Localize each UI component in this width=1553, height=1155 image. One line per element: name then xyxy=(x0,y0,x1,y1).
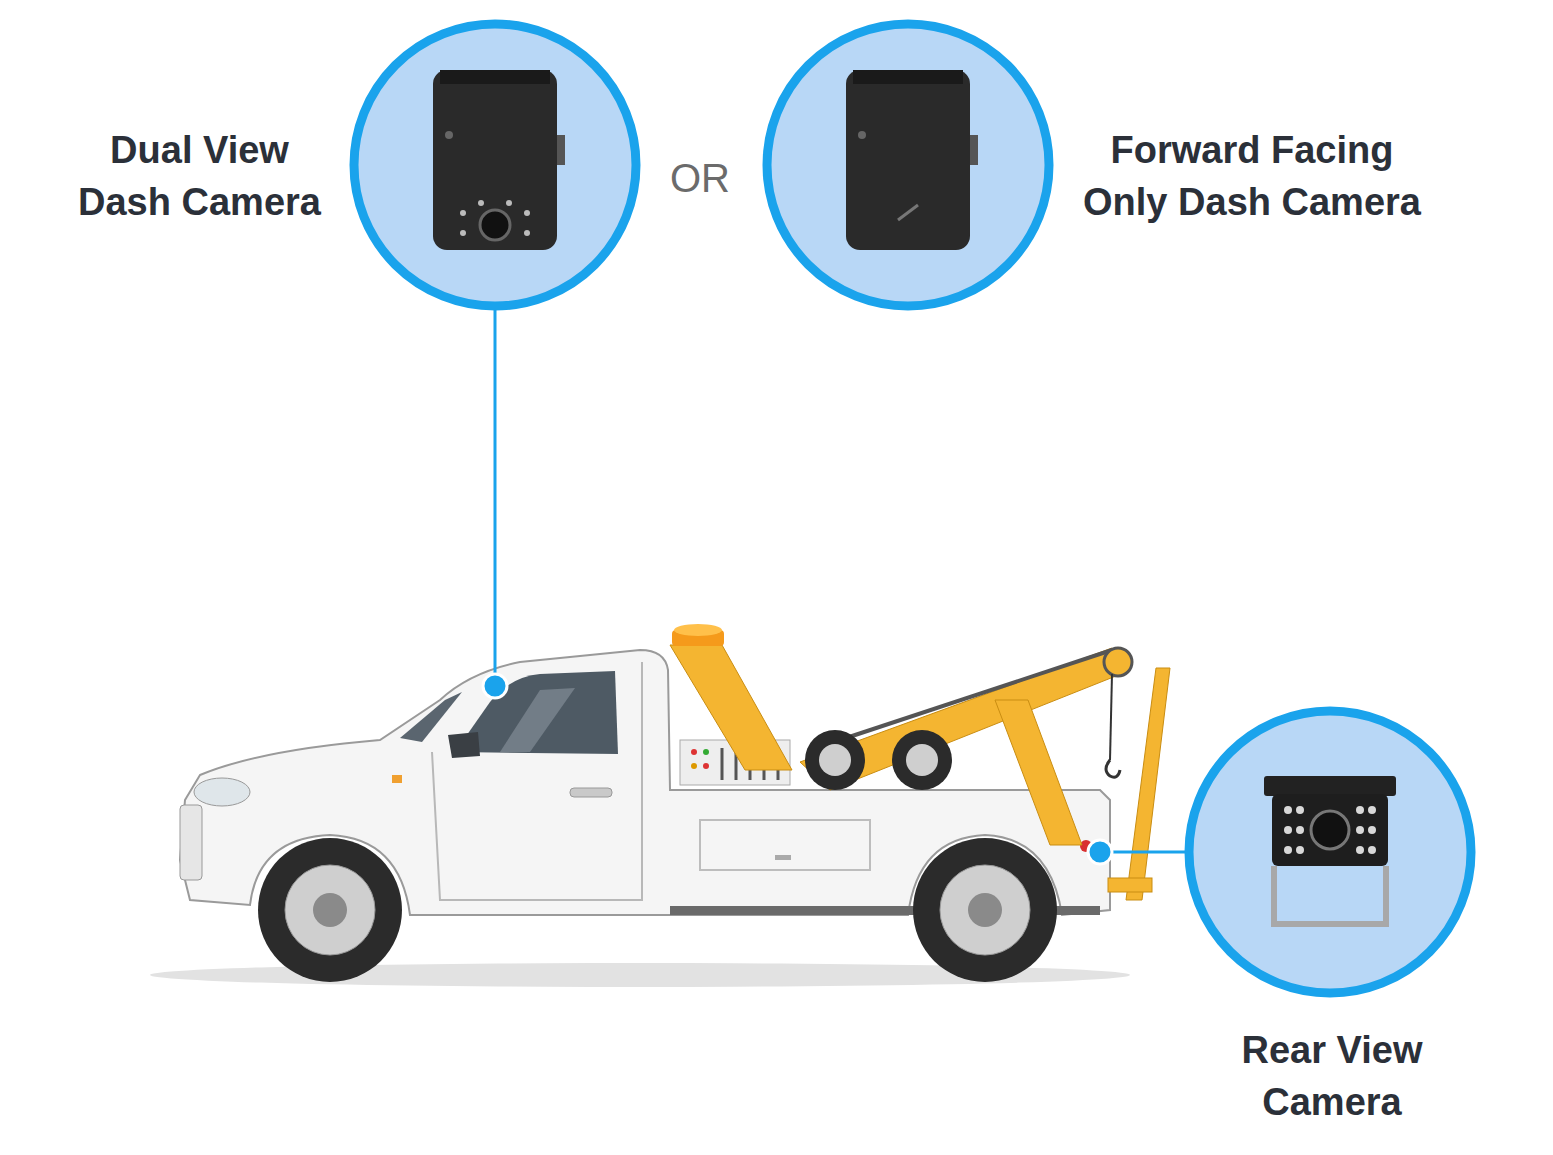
tow-arm xyxy=(1126,668,1170,900)
camera-label: Rear View Camera xyxy=(1222,1024,1442,1128)
panel-light xyxy=(691,763,697,769)
front-bumper xyxy=(180,805,202,880)
ground-shadow xyxy=(150,963,1130,987)
spare-rim xyxy=(906,744,938,776)
camera-label: Dual View Dash Camera xyxy=(67,124,332,228)
lever xyxy=(777,748,780,780)
lever xyxy=(763,748,766,780)
rear-rim xyxy=(940,865,1030,955)
headlight xyxy=(194,778,250,806)
side-indicator xyxy=(392,775,402,783)
circle-outline xyxy=(349,19,641,311)
panel-light xyxy=(691,749,697,755)
truck-body xyxy=(180,650,1110,915)
circle-ring xyxy=(767,24,1049,306)
beacon-light xyxy=(672,630,724,646)
tail-light xyxy=(1080,840,1092,852)
mount-point xyxy=(483,674,507,698)
crane-post xyxy=(670,645,792,770)
leader-line xyxy=(1100,851,1186,854)
hydraulic-cylinder xyxy=(840,650,1112,740)
front-rim xyxy=(285,865,375,955)
leader-line xyxy=(494,310,497,686)
lever xyxy=(735,748,738,780)
windshield xyxy=(400,692,462,742)
circle-outline xyxy=(1184,706,1476,998)
crane-boom xyxy=(800,648,1126,790)
panel-light xyxy=(703,763,709,769)
spare-wheel xyxy=(805,730,865,790)
boom-pulley xyxy=(1104,648,1132,676)
control-levers xyxy=(722,748,778,780)
rear-tire xyxy=(913,838,1057,982)
front-tire xyxy=(258,838,402,982)
circle-ring xyxy=(1189,711,1471,993)
window-glare xyxy=(500,688,575,752)
rear-hub xyxy=(968,893,1002,927)
circle-outline xyxy=(762,19,1054,311)
spare-wheel xyxy=(892,730,952,790)
tool-box-handle xyxy=(775,855,791,860)
crane-leg xyxy=(995,700,1082,845)
panel-light xyxy=(703,749,709,755)
side-window xyxy=(455,671,618,754)
beacon-top xyxy=(674,624,722,636)
mount-point xyxy=(1088,840,1112,864)
door-handle xyxy=(570,788,612,797)
lever xyxy=(721,748,724,780)
tow-hook xyxy=(1106,760,1120,777)
lever xyxy=(749,748,752,780)
tool-box xyxy=(700,820,870,870)
choice-label: OR xyxy=(640,154,760,202)
side-mirror xyxy=(448,732,480,758)
control-panel xyxy=(680,740,790,785)
camera-circle: Dual View Dash Camera xyxy=(349,19,641,311)
tow-cable xyxy=(1110,674,1112,760)
bed-rail xyxy=(670,906,1100,915)
door-outline xyxy=(432,662,642,900)
camera-label: Forward Facing Only Dash Camera xyxy=(1077,124,1427,228)
camera-circle: Rear View Camera xyxy=(1184,706,1476,998)
front-hub xyxy=(313,893,347,927)
camera-circle: Forward Facing Only Dash Camera xyxy=(762,19,1054,311)
circle-ring xyxy=(354,24,636,306)
spare-rim xyxy=(819,744,851,776)
tow-bar xyxy=(1108,878,1152,892)
